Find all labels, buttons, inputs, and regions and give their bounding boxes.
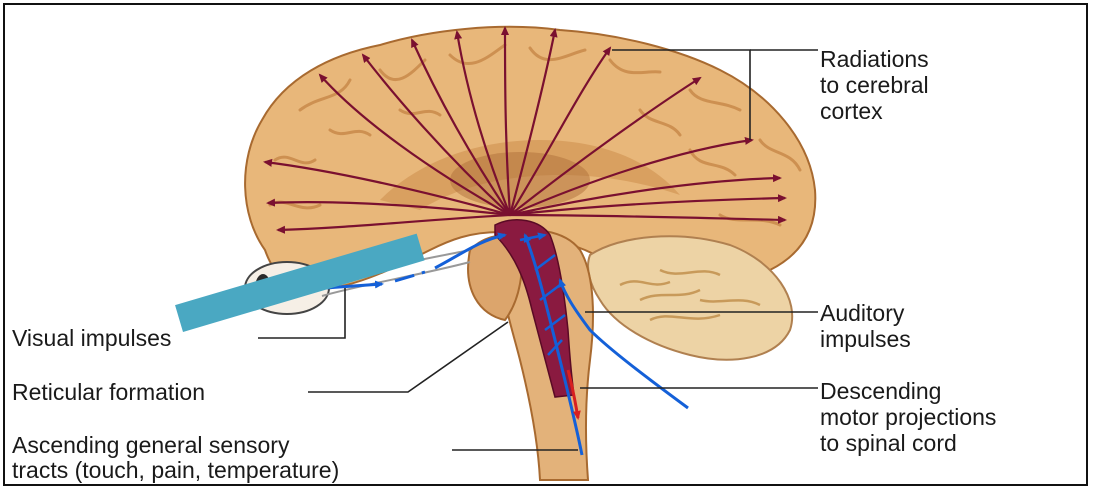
label-descending: Descending motor projections to spinal c… <box>820 378 996 456</box>
label-reticular: Reticular formation <box>12 379 205 405</box>
label-auditory: Auditory impulses <box>820 300 911 352</box>
label-ascending: Ascending general sensory tracts (touch,… <box>12 433 339 483</box>
label-visual: Visual impulses <box>12 325 171 351</box>
label-radiations: Radiations to cerebral cortex <box>820 46 929 124</box>
